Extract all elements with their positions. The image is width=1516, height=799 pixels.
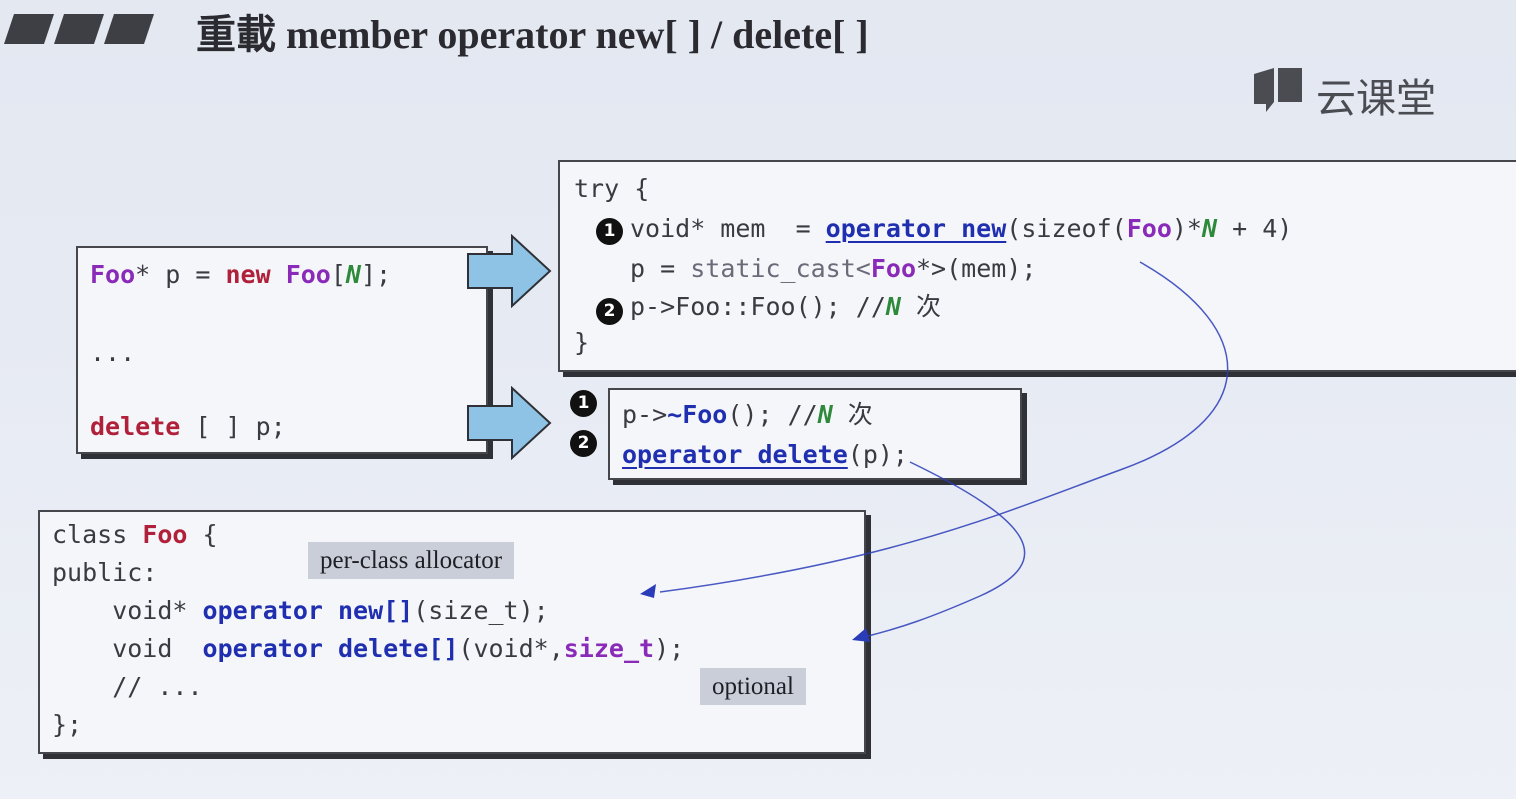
- delete-connector-arrowhead: [852, 628, 870, 642]
- class-line: class Foo {: [52, 520, 218, 549]
- right-arrow-icon: [467, 234, 552, 308]
- cast-line: p = static_cast<Foo*>(mem);: [630, 254, 1037, 283]
- class-end-line: };: [52, 710, 83, 739]
- operator-delete-line: operator delete(p);: [622, 440, 908, 469]
- constructor-line: p->Foo::Foo(); //N 次: [630, 292, 941, 321]
- book-icon: [1252, 66, 1304, 116]
- new-expression-line: Foo* p = new Foo[N];: [90, 260, 392, 289]
- new-connector-arrowhead: [640, 584, 656, 598]
- comment-line: // ...: [52, 672, 203, 701]
- public-line: public:: [52, 558, 158, 587]
- step-two-bullet: 2: [596, 298, 623, 325]
- page-title: 重載 member operator new[ ] / delete[ ]: [196, 12, 869, 57]
- right-arrow-icon: [467, 386, 552, 460]
- operator-delete-array-line: void operator delete[](void*,size_t);: [52, 634, 685, 663]
- optional-label: optional: [700, 668, 806, 705]
- operator-new-array-line: void* operator new[](size_t);: [52, 596, 549, 625]
- delete-steps-box: p->~Foo(); //N 次 operator delete(p);: [608, 388, 1022, 480]
- brand-name: 云课堂: [1316, 76, 1436, 122]
- ellipsis-line: ...: [90, 338, 136, 367]
- destructor-line: p->~Foo(); //N 次: [622, 400, 873, 429]
- delete-expression-line: delete [ ] p;: [90, 412, 286, 441]
- new-connector-curve: [659, 261, 1229, 593]
- new-expression-box: Foo* p = new Foo[N]; ... delete [ ] p;: [76, 246, 488, 454]
- try-block-box: try { 1 void* mem = operator new(sizeof(…: [558, 160, 1516, 372]
- step-one-bullet: 1: [596, 218, 623, 245]
- step-two-bullet: 2: [570, 430, 597, 457]
- try-line: try {: [574, 174, 650, 203]
- allocation-line: void* mem = operator new(sizeof(Foo)*N +…: [630, 214, 1293, 243]
- close-brace-line: }: [574, 328, 590, 357]
- step-one-bullet: 1: [570, 390, 597, 417]
- delete-connector-curve: [867, 461, 1026, 637]
- slanted-bars-icon: [4, 14, 154, 44]
- per-class-allocator-label: per-class allocator: [308, 542, 515, 579]
